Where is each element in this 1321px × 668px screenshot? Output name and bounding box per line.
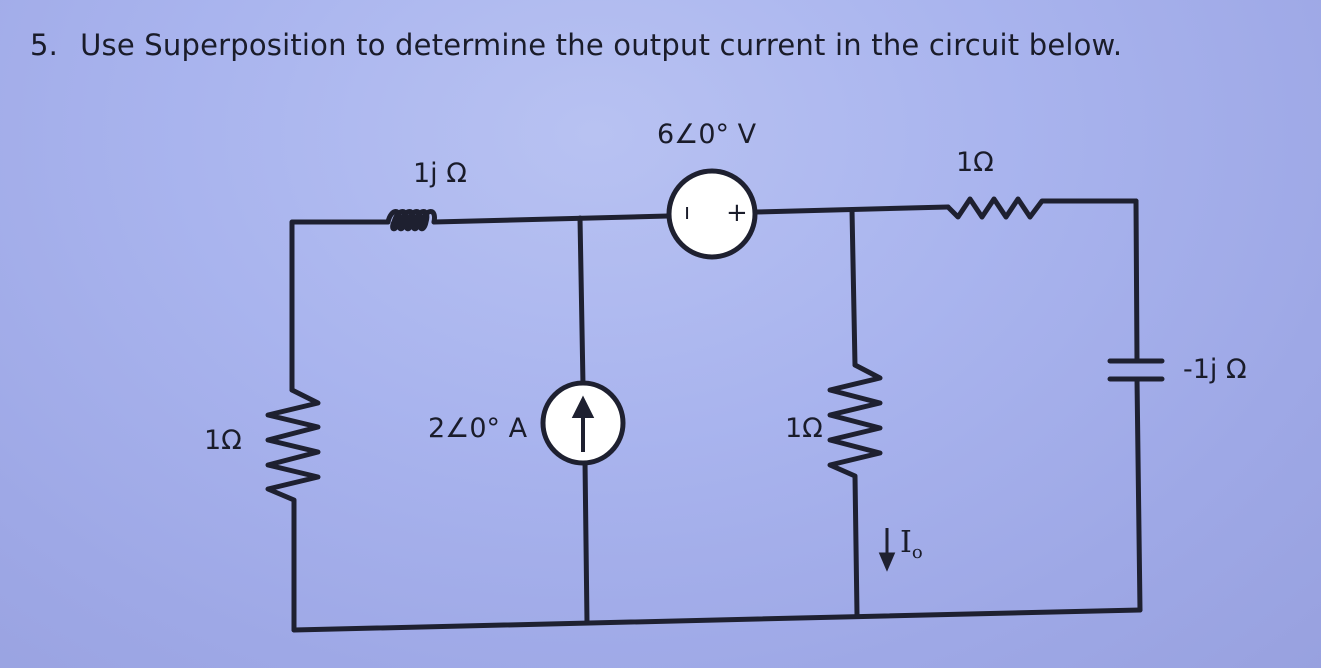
resistor-middle xyxy=(827,362,883,618)
capacitor xyxy=(1107,358,1165,382)
output-current-arrow-icon xyxy=(878,528,896,572)
resistor-left-label: 1Ω xyxy=(204,425,242,456)
inductor-label: 1j Ω xyxy=(413,158,467,189)
current-source-arrow-icon xyxy=(571,395,595,452)
resistor-top-right xyxy=(945,196,1139,220)
wire-csource-lower xyxy=(582,458,590,626)
resistor-top-right-label: 1Ω xyxy=(956,147,994,178)
inductor xyxy=(385,209,437,232)
question-text: Use Superposition to determine the outpu… xyxy=(80,28,1123,62)
voltage-source xyxy=(666,168,758,260)
voltage-source-minus: ı xyxy=(684,200,691,225)
resistor-middle-label: 1Ω xyxy=(785,413,823,444)
wire-right-upper xyxy=(1133,198,1140,364)
wire-right-lower xyxy=(1134,376,1143,613)
question-number: 5. xyxy=(30,28,59,62)
capacitor-label: -1j Ω xyxy=(1183,354,1247,385)
wire-top-left xyxy=(289,219,391,393)
wire-csource-upper xyxy=(577,215,586,388)
voltage-source-plus: + xyxy=(726,198,748,228)
wire-bottom xyxy=(291,607,1143,633)
output-current-label: Io xyxy=(900,525,923,563)
resistor-left xyxy=(265,387,321,633)
wire-middle-upper xyxy=(849,207,858,368)
current-source-label: 2∠0° A xyxy=(428,413,528,444)
question-header: 5. Use Superposition to determine the out… xyxy=(30,28,1122,62)
wire-top-middle xyxy=(431,213,671,225)
voltage-source-label: 6∠0° V xyxy=(657,119,757,150)
